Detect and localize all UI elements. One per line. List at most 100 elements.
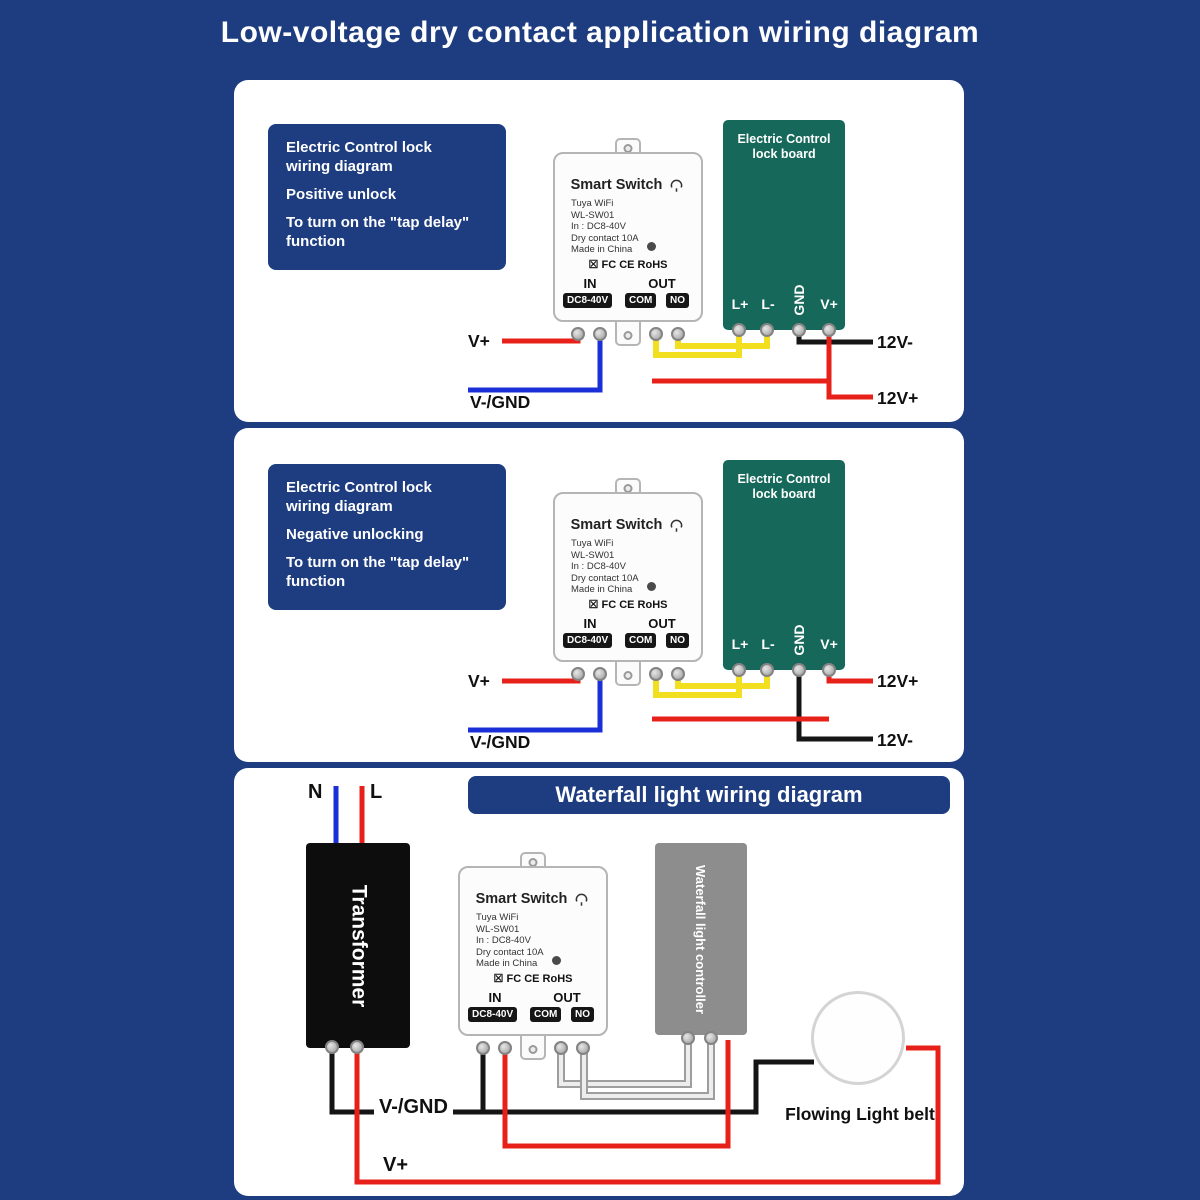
- weee-icon: ☒: [493, 973, 504, 985]
- spec-line: Made in China: [571, 244, 633, 255]
- cert-text: FC CE RoHS: [601, 599, 668, 611]
- spec-line: Dry contact 10A: [571, 572, 639, 584]
- device-name: Smart Switch: [475, 890, 568, 907]
- controller-label: Waterfall light controller: [693, 864, 709, 1014]
- smart-switch-device: Smart Switch Tuya WiFi WL-SW01 In : DC8-…: [458, 852, 608, 1064]
- com-badge: COM: [625, 293, 657, 308]
- vplus-label-2: V+: [468, 671, 490, 691]
- spec-line: Tuya WiFi: [476, 912, 519, 923]
- mounting-tab-bottom: [520, 1036, 546, 1060]
- cert-text: FC CE RoHS: [601, 259, 668, 271]
- terminal-label-lminus: L-: [761, 296, 775, 312]
- device-spec-lines: Tuya WiFi WL-SW01 In : DC8-40V Dry conta…: [476, 912, 544, 970]
- spec-line: Made in China: [476, 958, 538, 969]
- device-body: Smart Switch Tuya WiFi WL-SW01 In : DC8-…: [553, 492, 703, 662]
- no-badge: NO: [666, 633, 689, 648]
- doorbell-icon: [671, 519, 683, 532]
- spec-line: Dry contact 10A: [571, 232, 639, 244]
- device-name: Smart Switch: [570, 176, 663, 193]
- live-label: L: [370, 781, 383, 803]
- info-line: function: [286, 233, 346, 250]
- info-box-negative: Electric Control lock wiring diagram Neg…: [268, 464, 506, 610]
- terminal-screw-in1: [476, 1041, 490, 1055]
- light-belt-label: Flowing Light belt: [785, 1104, 935, 1124]
- vplus-label-3: V+: [383, 1154, 409, 1176]
- board-title: Electric Control lock board: [737, 472, 831, 501]
- controller-screw-1: [681, 1031, 695, 1045]
- terminal-screw-in2: [593, 327, 607, 341]
- terminal-label-vplus: V+: [820, 296, 838, 312]
- mounting-hole-icon: [623, 671, 633, 680]
- spec-line: In : DC8-40V: [476, 935, 531, 946]
- info-line: Positive unlock: [286, 186, 397, 203]
- transformer-screw-vplus: [350, 1040, 364, 1054]
- board-screw-lplus: [732, 323, 746, 337]
- dc-input-badge: DC8-40V: [563, 633, 613, 648]
- terminal-screw-in2: [593, 667, 607, 681]
- com-badge: COM: [530, 1007, 562, 1022]
- certification-marks: ☒ FC CE RoHS: [555, 258, 701, 271]
- no-badge: NO: [571, 1007, 594, 1022]
- info-box-positive: Electric Control lock wiring diagram Pos…: [268, 124, 506, 270]
- spec-line: Dry contact 10A: [476, 946, 544, 958]
- terminal-label-lplus: L+: [731, 636, 749, 652]
- right-bottom-label-1: 12V+: [877, 388, 919, 408]
- vplus-label-1: V+: [468, 331, 490, 351]
- info-line: To turn on the "tap delay": [286, 554, 470, 571]
- terminal-label-lminus: L-: [761, 636, 775, 652]
- dc-input-badge: DC8-40V: [563, 293, 613, 308]
- info-line: wiring diagram: [286, 158, 393, 175]
- board-title: Electric Control lock board: [737, 132, 831, 161]
- com-badge: COM: [625, 633, 657, 648]
- led-indicator: [647, 582, 656, 591]
- out-label: OUT: [648, 276, 676, 291]
- neutral-label: N: [308, 781, 323, 803]
- transformer-screw-gnd: [325, 1040, 339, 1054]
- spec-line: WL-SW01: [571, 549, 615, 561]
- in-label: IN: [488, 990, 502, 1005]
- info-line: Electric Control lock: [286, 139, 432, 156]
- terminal-screw-no: [671, 327, 685, 341]
- info-line: To turn on the "tap delay": [286, 214, 470, 231]
- device-spec-lines: Tuya WiFi WL-SW01 In : DC8-40V Dry conta…: [571, 198, 639, 256]
- terminal-screw-no: [671, 667, 685, 681]
- out-label: OUT: [648, 616, 676, 631]
- board-screw-vplus: [822, 323, 836, 337]
- terminal-screw-no: [576, 1041, 590, 1055]
- lock-board: Electric Control lock board L+ L- GND V+: [723, 120, 845, 337]
- board-screw-vplus: [822, 663, 836, 677]
- certification-marks: ☒ FC CE RoHS: [555, 598, 701, 611]
- doorbell-icon: [576, 893, 588, 906]
- spec-line: Made in China: [571, 584, 633, 595]
- terminal-label-gnd: GND: [791, 624, 807, 656]
- gnd-label-2: V-/GND: [470, 732, 531, 752]
- right-bottom-label-2: 12V-: [877, 730, 913, 750]
- mounting-hole-icon: [623, 331, 633, 340]
- smart-switch-device: Smart Switch Tuya WiFi WL-SW01 In : DC8-…: [553, 138, 703, 350]
- certification-marks: ☒ FC CE RoHS: [460, 972, 606, 985]
- terminal-screw-in1: [571, 667, 585, 681]
- led-indicator: [552, 956, 561, 965]
- spec-line: WL-SW01: [571, 209, 615, 221]
- page-title: Low-voltage dry contact application wiri…: [220, 16, 980, 49]
- board-screw-gnd: [792, 663, 806, 677]
- spec-line: WL-SW01: [476, 923, 520, 935]
- spec-line: In : DC8-40V: [571, 221, 626, 232]
- info-line: wiring diagram: [286, 498, 393, 515]
- terminal-screw-in1: [571, 327, 585, 341]
- device-name: Smart Switch: [570, 516, 663, 533]
- info-line: function: [286, 573, 346, 590]
- spec-line: Tuya WiFi: [571, 538, 614, 549]
- mounting-tab-bottom: [615, 322, 641, 346]
- smart-switch-device: Smart Switch Tuya WiFi WL-SW01 In : DC8-…: [553, 478, 703, 690]
- cert-text: FC CE RoHS: [506, 973, 573, 985]
- no-badge: NO: [666, 293, 689, 308]
- transformer: Transformer: [306, 843, 410, 1048]
- weee-icon: ☒: [588, 599, 599, 611]
- info-line: Negative unlocking: [286, 526, 424, 543]
- board-screw-lplus: [732, 663, 746, 677]
- mounting-tab-top: [615, 138, 641, 156]
- terminal-screw-in2: [498, 1041, 512, 1055]
- in-label: IN: [583, 616, 597, 631]
